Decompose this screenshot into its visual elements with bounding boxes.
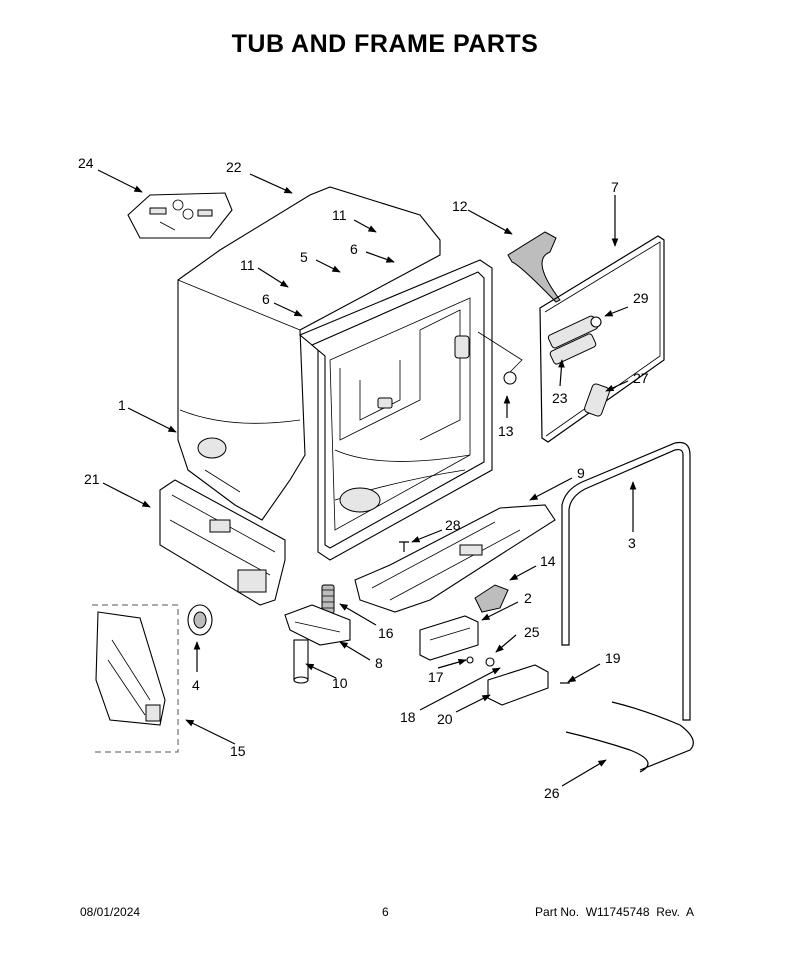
callout-25: 23: [552, 390, 568, 406]
tub-assembly: [177, 186, 493, 561]
callout-5: 5: [300, 249, 308, 265]
part-9-sump: [284, 604, 351, 646]
callout-11-left: 11: [240, 257, 255, 273]
callout-12: 12: [452, 198, 468, 214]
callout-14: 13: [498, 423, 514, 439]
callout-29: 29: [633, 290, 649, 306]
part-29-25-assembly: [547, 315, 602, 365]
part-7-gasket: [539, 235, 665, 443]
footer-part-number: Part No. W11745748 Rev. A: [535, 905, 694, 919]
callout-18: 18: [400, 709, 416, 725]
callout-15: 15: [230, 743, 246, 759]
callout-16: 16: [378, 625, 394, 641]
part-8-base: [354, 504, 556, 613]
part-27-switch: [584, 383, 610, 417]
callout-6-left: 6: [262, 291, 270, 307]
part-17-screw: [466, 656, 474, 664]
callout-19: 19: [605, 650, 621, 666]
part-20-module: [487, 664, 549, 706]
part-24-kit: [127, 192, 233, 239]
part-10-pipe: [293, 639, 309, 684]
callout-9: 8: [375, 655, 383, 671]
part-21-frame: [159, 479, 286, 606]
callout-4: 4: [192, 677, 200, 693]
callout-2: 2: [524, 590, 532, 606]
callout-6-top: 6: [350, 241, 358, 257]
callout-labels: 24 22 11 6 5 11 6 12 7 29 23 27 13 1 21 …: [78, 155, 649, 801]
callout-26: 26: [544, 785, 560, 801]
part-23-washer: [485, 657, 495, 667]
part-26-harness: [565, 701, 694, 773]
callout-21: 21: [84, 471, 100, 487]
footer-page-number: 6: [382, 905, 389, 919]
callout-17: 17: [428, 669, 444, 685]
page-title: TUB AND FRAME PARTS: [231, 30, 539, 58]
leader-arrows: [97, 169, 637, 787]
part-16-spring: [321, 584, 335, 614]
part-15-panel: [92, 604, 179, 753]
callout-10: 10: [332, 675, 348, 691]
callout-3: 3: [628, 535, 636, 551]
callout-23: 25: [524, 624, 540, 640]
callout-13: 14: [540, 553, 556, 569]
callout-28: 28: [445, 517, 461, 533]
footer-date: 08/01/2024: [80, 905, 141, 919]
callout-24: 24: [78, 155, 94, 171]
callout-27: 27: [633, 370, 649, 386]
callout-20: 20: [437, 711, 453, 727]
part-2-box: [419, 615, 479, 661]
part-3-gasket: [561, 441, 691, 721]
part-28-screw: [399, 541, 409, 552]
part-14-plug: [503, 371, 517, 385]
callout-11-top: 11: [332, 207, 347, 223]
callout-8: 9: [577, 465, 585, 481]
callout-22: 22: [226, 159, 242, 175]
callout-7: 7: [611, 179, 619, 195]
callout-1: 1: [118, 397, 126, 413]
part-13-clip: [474, 584, 509, 613]
part-4-wheel: [187, 604, 213, 636]
part-12-bracket: [507, 231, 561, 303]
